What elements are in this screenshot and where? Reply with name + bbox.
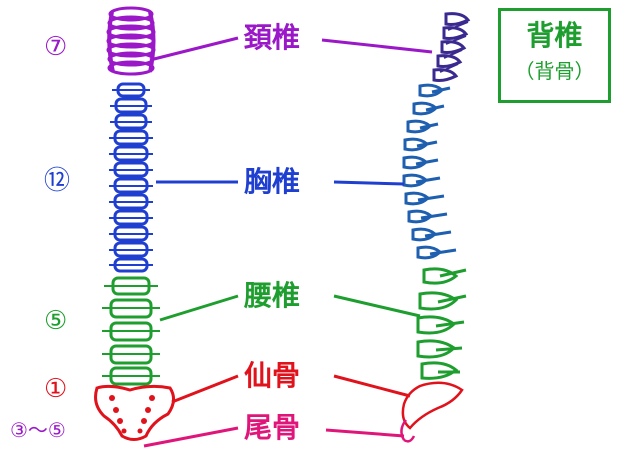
coccyx-count: ③～⑤ bbox=[10, 418, 66, 442]
front-lumbar-vertebrae bbox=[102, 276, 160, 386]
coccyx-label: 尾骨 bbox=[240, 412, 305, 444]
side-lumbar-vertebrae bbox=[416, 267, 467, 380]
thoracic-count: ⑫ bbox=[44, 166, 71, 196]
side-cervical-vertebrae bbox=[432, 12, 471, 82]
side-thoracic-vertebrae bbox=[402, 83, 457, 260]
sacrum-count: ① bbox=[44, 374, 68, 404]
title-subtitle: （背骨） bbox=[514, 58, 595, 83]
lumbar-label: 腰椎 bbox=[240, 280, 305, 312]
front-cervical-vertebrae bbox=[106, 6, 156, 76]
lumbar-count: ⑤ bbox=[44, 306, 68, 336]
cervical-count: ⑦ bbox=[44, 32, 68, 62]
cervical-label: 頚椎 bbox=[240, 22, 305, 54]
side-sacrum-coccyx bbox=[400, 381, 464, 443]
front-thoracic-vertebrae bbox=[109, 82, 153, 273]
thoracic-label: 胸椎 bbox=[240, 166, 305, 198]
connector-lines bbox=[143, 36, 433, 448]
sacrum-label: 仙骨 bbox=[240, 360, 305, 392]
title-box: 背椎 （背骨） bbox=[498, 8, 611, 103]
front-sacrum bbox=[94, 384, 175, 441]
title-main: 背椎 bbox=[526, 19, 583, 52]
